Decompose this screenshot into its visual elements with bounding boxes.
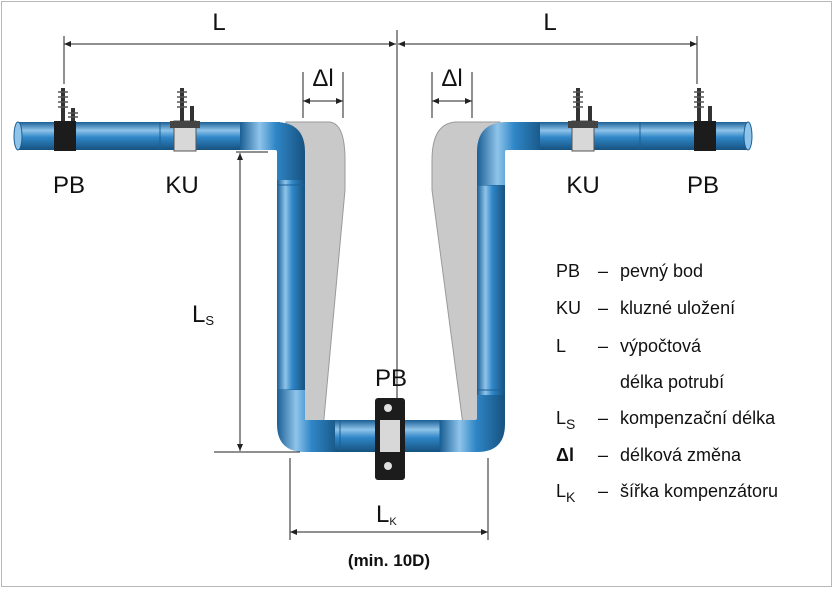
legend-symbol: KU [556, 298, 581, 318]
legend-symbol: Δl [556, 445, 574, 465]
min-length-note: (min. 10D) [348, 551, 430, 570]
pipe-left-elbow-top [240, 122, 305, 185]
legend-dash: – [598, 481, 608, 501]
label-pb-left: PB [53, 172, 85, 199]
legend-dash: – [598, 261, 608, 281]
dim-L-left: L [212, 9, 225, 36]
sliding-support-left [170, 88, 200, 152]
legend-text: výpočtová [620, 336, 702, 356]
label-ku-right: KU [566, 172, 599, 199]
pipe-left-elbow-bottom [277, 390, 340, 452]
dim-Lk: LK [376, 501, 397, 528]
legend-dash: – [598, 336, 608, 356]
pipe-right-elbow-top [477, 122, 545, 185]
pipe-left-vertical [277, 180, 305, 395]
dim-delta-right: Δl [441, 65, 462, 92]
legend-text: pevný bod [620, 261, 703, 281]
pipe-right-elbow-bottom [440, 390, 505, 452]
legend-symbol: PB [556, 261, 580, 281]
fixed-point-support-center [375, 398, 405, 480]
legend-dash: – [598, 445, 608, 465]
legend-text: šířka kompenzátoru [620, 481, 778, 501]
dim-delta-left: Δl [312, 65, 333, 92]
dim-L-right: L [543, 9, 556, 36]
legend-dash: – [598, 298, 608, 318]
fixed-point-support-right [694, 88, 716, 151]
fixed-point-support-left [54, 88, 78, 151]
legend-symbol: LS [556, 408, 575, 432]
sliding-support-right [568, 88, 598, 152]
legend: PB – pevný bod KU – kluzné uložení L – v… [556, 261, 778, 505]
label-pb-right: PB [687, 172, 719, 199]
dim-Ls: LS [192, 301, 214, 328]
legend-text: kluzné uložení [620, 298, 735, 318]
legend-text: délka potrubí [620, 372, 724, 392]
label-pb-center: PB [375, 365, 407, 392]
label-ku-left: KU [165, 172, 198, 199]
legend-symbol: LK [556, 481, 576, 505]
dimension-lines [63, 30, 698, 540]
legend-text: kompenzační délka [620, 408, 776, 428]
legend-dash: – [598, 408, 608, 428]
legend-symbol: L [556, 336, 566, 356]
pipe-right-vertical [477, 180, 505, 395]
legend-text: délková změna [620, 445, 742, 465]
